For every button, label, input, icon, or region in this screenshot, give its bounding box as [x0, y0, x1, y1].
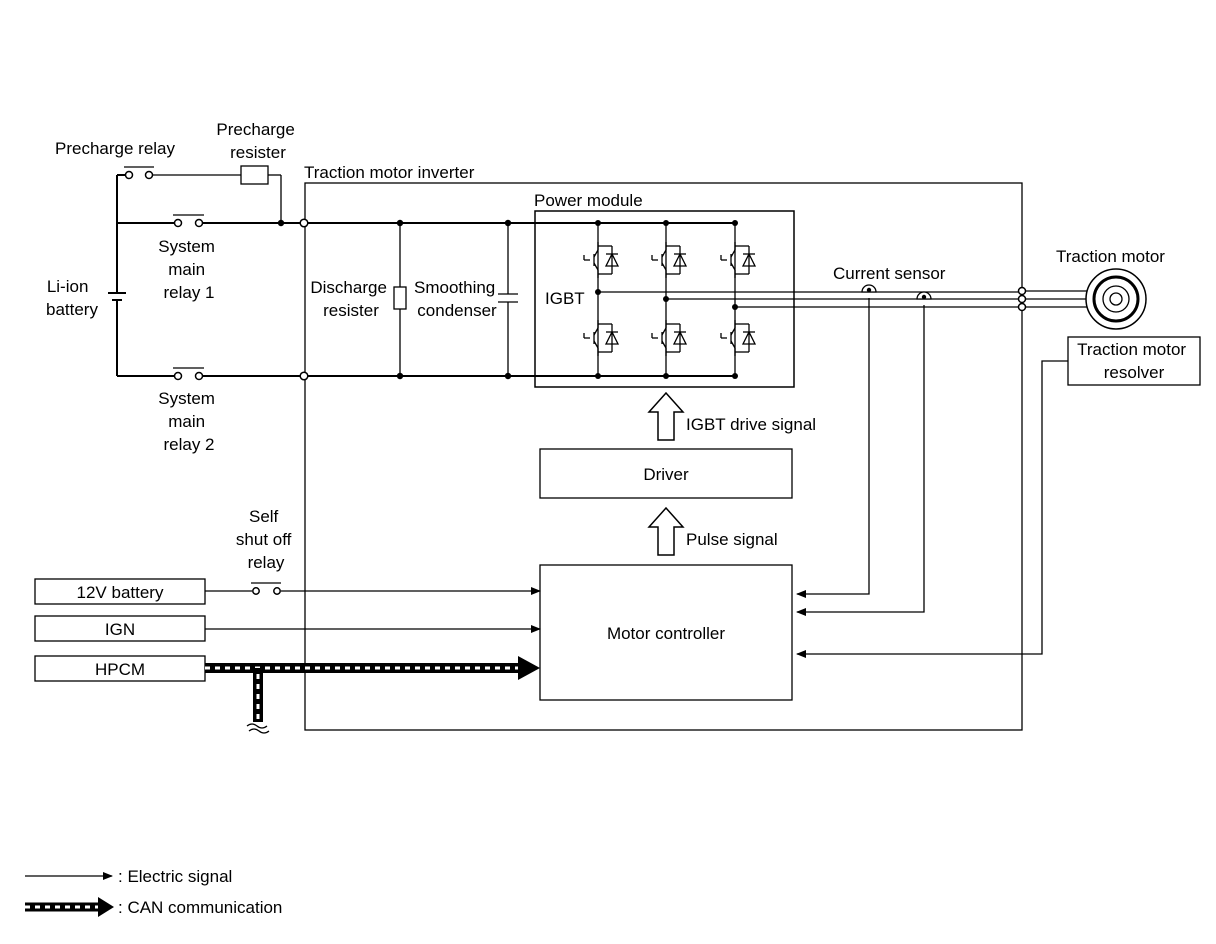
ign-label: IGN: [105, 620, 135, 639]
precharge-relay: [116, 166, 241, 223]
traction-motor-inverter-label: Traction motor inverter: [304, 163, 475, 182]
self-shut-off-relay: [205, 582, 541, 595]
precharge-resister-label: Precharge resister: [216, 120, 299, 162]
current-sensor-label: Current sensor: [833, 264, 946, 283]
battery-12v-box: [34, 578, 206, 605]
igbt-label: IGBT: [545, 289, 585, 308]
negative-terminal: [299, 371, 309, 381]
traction-motor-inverter-box: [304, 182, 1023, 731]
legend-electric-signal-label: : Electric signal: [118, 867, 232, 886]
system-main-relay-2: [117, 367, 300, 381]
self-shut-off-relay-label: Self shut off relay: [236, 507, 296, 572]
can-communication-line: [205, 656, 540, 734]
traction-motor-resolver-box: [1067, 336, 1201, 386]
driver-box: [539, 448, 793, 499]
igbt-bridge: [583, 220, 756, 379]
system-main-relay-1-label: System main relay 1: [158, 237, 219, 302]
traction-motor-resolver-label: Traction motor resolver: [1077, 340, 1191, 382]
current-sensor-signal-lines: [796, 298, 925, 616]
smoothing-condenser: [498, 219, 518, 380]
phase-output-lines: [598, 286, 1088, 312]
hpcm-box: [34, 655, 206, 682]
discharge-resister-label: Discharge resister: [310, 278, 391, 320]
current-sensor: [861, 284, 932, 300]
legend-can-communication-line: [25, 897, 114, 917]
pulse-signal-arrow: [647, 506, 685, 556]
li-ion-battery-symbol: [108, 223, 126, 376]
smoothing-condenser-label: Smoothing condenser: [414, 278, 500, 320]
li-ion-battery-label: Li-ion battery: [46, 277, 98, 319]
igbt-drive-signal-label: IGBT drive signal: [686, 415, 816, 434]
traction-motor-label: Traction motor: [1056, 247, 1165, 266]
traction-motor-symbol: [1085, 268, 1147, 330]
precharge-relay-label: Precharge relay: [55, 139, 176, 158]
driver-label: Driver: [643, 465, 689, 484]
motor-controller-label: Motor controller: [607, 624, 725, 643]
resolver-signal-line: [796, 360, 1068, 658]
legend-can-communication-label: : CAN communication: [118, 898, 282, 917]
ign-box: [34, 615, 206, 642]
system-main-relay-1: [117, 214, 300, 228]
legend: : Electric signal : CAN communication: [25, 867, 282, 917]
igbt-drive-signal-arrow: [647, 391, 685, 441]
precharge-resister: [240, 165, 282, 223]
positive-terminal: [299, 218, 309, 228]
power-module-label: Power module: [534, 191, 643, 210]
hpcm-label: HPCM: [95, 660, 145, 679]
discharge-resister: [393, 219, 407, 380]
system-main-relay-2-label: System main relay 2: [158, 389, 219, 454]
pulse-signal-label: Pulse signal: [686, 530, 778, 549]
battery-12v-label: 12V battery: [77, 583, 164, 602]
